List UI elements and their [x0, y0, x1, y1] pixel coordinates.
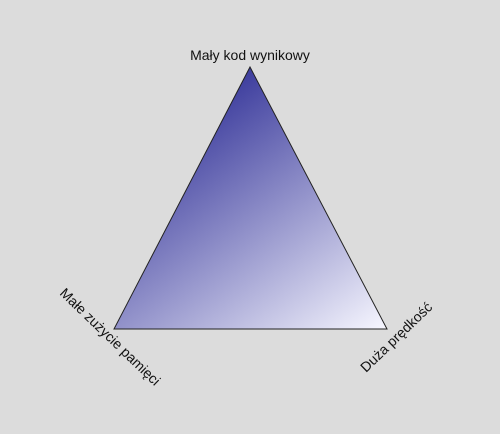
triangle-shape [113, 65, 388, 330]
vertex-label-top: Mały kod wynikowy [190, 47, 310, 63]
